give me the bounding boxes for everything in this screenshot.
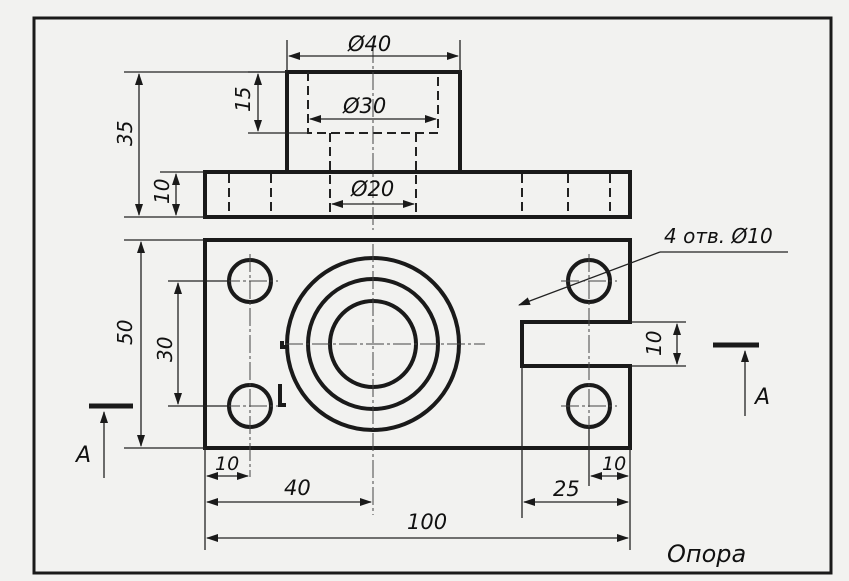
w100-label: 100 — [407, 510, 447, 534]
d40-label: Ø40 — [347, 32, 391, 56]
h50-label: 50 — [113, 320, 137, 345]
holes-leader-line — [518, 251, 661, 306]
front-view — [203, 45, 632, 230]
h15-label: 15 — [231, 87, 255, 112]
d20-label: Ø20 — [350, 177, 394, 201]
holes-callout-label: 4 отв. Ø10 — [664, 224, 773, 248]
w40-label: 40 — [284, 476, 311, 500]
h35-label: 35 — [113, 121, 137, 146]
front-dimensions: Ø40 Ø30 Ø20 15 35 10 — [113, 32, 461, 218]
w10-left-label: 10 — [215, 453, 239, 475]
base-plate-outline — [203, 170, 632, 219]
section-cut-top — [280, 341, 286, 349]
top-dimensions: 50 30 10 4 отв. Ø10 10 40 10 25 — [113, 224, 788, 550]
h30-label: 30 — [153, 337, 177, 362]
section-cut-bottom — [278, 384, 286, 407]
top-view — [203, 238, 632, 515]
w25-label: 25 — [553, 477, 580, 501]
h10-label: 10 — [150, 179, 174, 204]
section-marker-left: A — [74, 403, 133, 478]
drawing-title: Опора — [667, 540, 746, 568]
drawing-frame — [32, 16, 833, 575]
section-left-label: A — [74, 443, 91, 468]
slot-10-label: 10 — [642, 331, 666, 356]
w10-right-label: 10 — [602, 453, 626, 475]
section-right-label: A — [753, 385, 770, 410]
d30-label: Ø30 — [342, 94, 386, 118]
section-marker-right: A — [713, 342, 770, 416]
